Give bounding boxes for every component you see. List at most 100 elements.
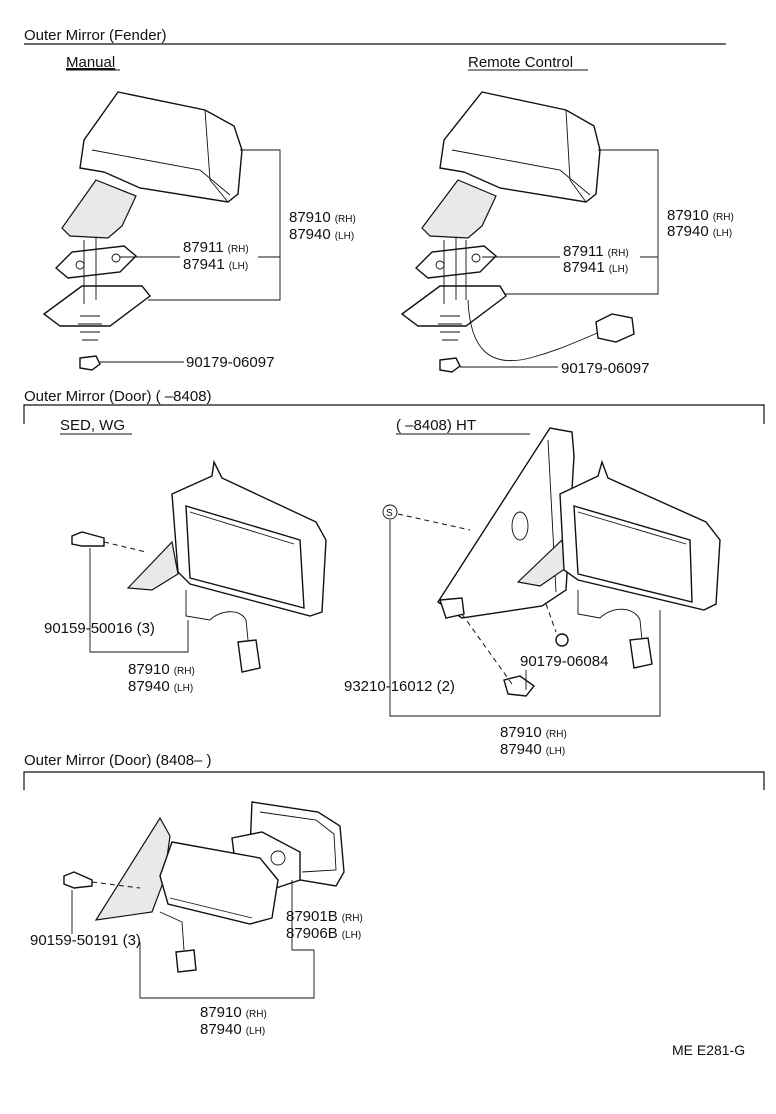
late-actuator-hole (270, 850, 286, 866)
ht-marker-circle (382, 504, 398, 520)
late-bolt-dash (91, 881, 141, 889)
mirror-head-edge-manual (91, 149, 231, 196)
sed-mirror-wire (185, 590, 211, 621)
section-door-late: Outer Mirror (Door) (8408– ) 90159-50191… (23, 752, 765, 1038)
mirror-nut-remote (439, 357, 461, 373)
section-title-door-late: Outer Mirror (Door) (8408– ) (24, 752, 212, 769)
late-mirror-glass-inner (259, 811, 337, 873)
late-mirror-base (94, 816, 171, 921)
fender-remote-mirror-drawing (400, 91, 635, 373)
mirror-base-plate-remote (400, 285, 507, 327)
subtitle-remote-control: Remote Control (468, 54, 573, 71)
leader-glass-late (291, 880, 314, 951)
ht-mirror-glass (573, 505, 693, 603)
late-mirror-drawing (63, 801, 345, 973)
mirror-spring-manual (78, 315, 102, 341)
mirror-stud-manual (83, 238, 97, 304)
part-number-glass-lh-late: 87906B(LH) (286, 925, 361, 942)
door-sed-group: SED, WG 90159-50016 (3) 87910(RH) 87940(… (44, 417, 327, 695)
part-number-glass-late: 87901B(RH) (286, 908, 363, 925)
section-door-early: Outer Mirror (Door) ( –8408) SED, WG 901… (23, 388, 765, 758)
subtitle-manual: Manual (66, 54, 115, 71)
remote-cable (467, 299, 601, 362)
remote-connector (595, 313, 635, 343)
sed-mounting-bolt (71, 531, 105, 547)
ht-nut-dash (545, 603, 557, 633)
ht-screw-dash (461, 613, 513, 685)
footer-code: ME E281-G (672, 1042, 745, 1058)
section-title-fender: Outer Mirror (Fender) (24, 27, 167, 44)
part-number-assy-late: 87910(RH) (200, 1004, 267, 1021)
ht-mirror-wire (577, 590, 601, 619)
part-number-assy-lh-manual: 87940(LH) (289, 226, 354, 243)
section-rule-door-late (23, 771, 765, 790)
mirror-head-edge-remote (451, 149, 591, 196)
mirror-spring-remote (438, 315, 462, 341)
ht-mirror-connector (629, 637, 653, 669)
part-number-assy-remote: 87910(RH) (667, 207, 734, 224)
ht-mirror-glass-edge (577, 511, 687, 545)
ht-marker-label: S (386, 508, 393, 519)
part-number-assy-lh-remote: 87940(LH) (667, 223, 732, 240)
mirror-head-side-remote (565, 109, 587, 203)
part-number-assy-ht: 87910(RH) (500, 724, 567, 741)
late-mirror-wire (159, 911, 185, 951)
leader-assy-ht (389, 520, 661, 717)
ht-panel-clip (439, 597, 465, 619)
part-number-bolt-late: 90159-50191 (3) (30, 932, 141, 949)
part-number-bracket-lh-remote: 87941(LH) (563, 259, 628, 276)
ht-door-panel (437, 427, 575, 619)
sed-mirror-glass (185, 505, 305, 609)
part-number-bracket-remote: 87911(RH) (563, 243, 629, 260)
late-mirror-housing (159, 841, 279, 925)
sed-mirror-connector (237, 639, 261, 673)
mirror-base-plate-manual (42, 285, 151, 327)
part-number-nut-ht: 90179-06084 (520, 653, 608, 670)
part-number-nut-remote: 90179-06097 (561, 360, 649, 377)
mirror-head-side-manual (204, 109, 229, 203)
sed-mirror-wire-2 (209, 611, 249, 641)
part-number-assy-lh-sed: 87940(LH) (128, 678, 193, 695)
ht-panel-hole (511, 511, 529, 541)
leader-assy-manual (148, 149, 281, 301)
section-fender: Outer Mirror (Fender) Manual (24, 27, 734, 377)
fender-remote-group: Remote Control 87910(RH) (400, 54, 734, 377)
mirror-stay-remote (421, 179, 497, 239)
fender-manual-group: Manual 87910(RH) 87940(LH) (42, 54, 356, 371)
part-number-assy-lh-late: 87940(LH) (200, 1021, 265, 1038)
part-number-assy-manual: 87910(RH) (289, 209, 356, 226)
late-mirror-housing-edge (169, 897, 253, 919)
ht-marker-dash (397, 513, 471, 531)
section-rule-door-early (23, 404, 765, 424)
subtitle-sed-wg: SED, WG (60, 417, 125, 434)
part-number-screw-ht: 93210-16012 (2) (344, 678, 455, 695)
part-number-bolt-sed: 90159-50016 (3) (44, 620, 155, 637)
subtitle-ht: ( –8408) HT (396, 417, 476, 434)
late-mirror-connector (175, 949, 197, 973)
leader-bolt-sed (89, 548, 189, 653)
part-number-nut-manual: 90179-06097 (186, 354, 274, 371)
mirror-stud-remote (443, 238, 467, 304)
ht-screw (503, 675, 536, 697)
sed-mirror-drawing (71, 459, 327, 673)
ht-mirror-wire-2 (599, 608, 643, 641)
sed-mirror-base (126, 540, 179, 591)
part-number-bracket-lh-manual: 87941(LH) (183, 256, 248, 273)
sed-bolt-dash (103, 541, 147, 553)
sed-mirror-glass-edge (189, 511, 295, 545)
section-title-door-early: Outer Mirror (Door) ( –8408) (24, 388, 212, 405)
door-ht-group: ( –8408) HT S (344, 417, 721, 758)
fender-manual-mirror-drawing (42, 91, 243, 371)
bracket-hole-manual-2 (111, 253, 121, 263)
part-number-assy-sed: 87910(RH) (128, 661, 195, 678)
mirror-nut-manual (79, 355, 101, 371)
leader-assy-late (139, 942, 315, 999)
leader-assy-remote (504, 149, 659, 295)
ht-nut (555, 633, 569, 647)
mirror-stay-manual (61, 179, 137, 239)
part-number-bracket-manual: 87911(RH) (183, 239, 249, 256)
bracket-hole-remote-2 (471, 253, 481, 263)
late-mounting-bolt (63, 871, 93, 889)
part-number-assy-lh-ht: 87940(LH) (500, 741, 565, 758)
